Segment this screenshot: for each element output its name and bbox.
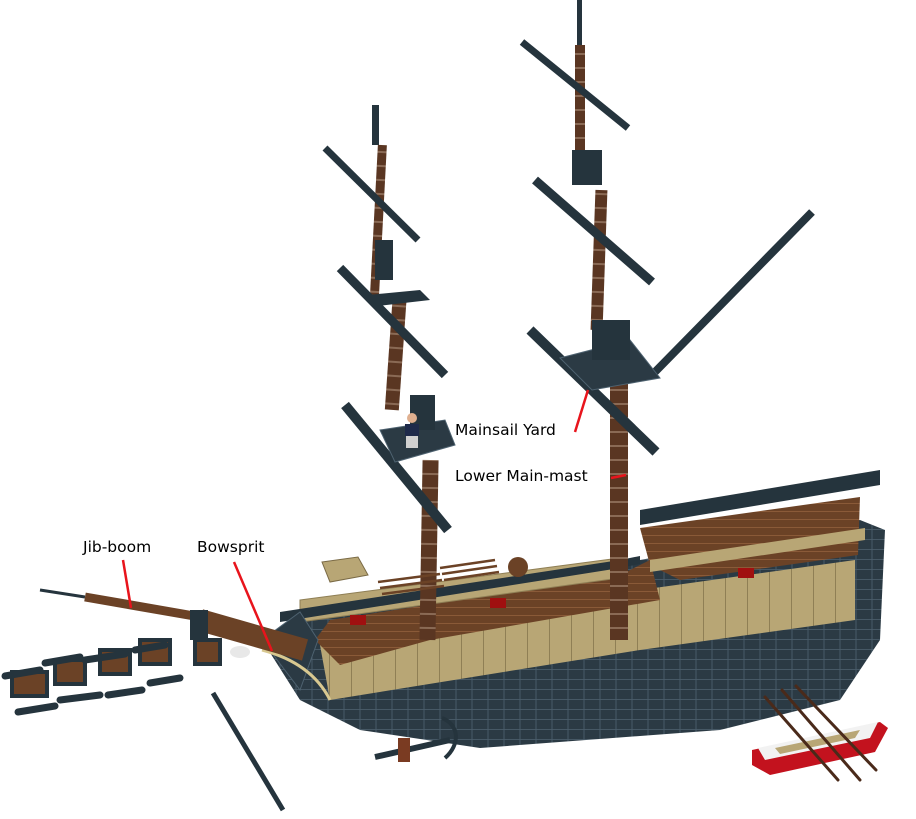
- minifigure: [405, 413, 419, 448]
- main-mast: [519, 0, 815, 640]
- label-jib-boom: Jib-boom: [83, 538, 152, 556]
- rowing-boat: [752, 684, 888, 782]
- lower-main-mast-part: [610, 380, 628, 640]
- hull: [261, 470, 885, 748]
- lower-main-mast-leader: [610, 473, 627, 480]
- leader-lines: [121, 389, 627, 652]
- cannons: [1, 638, 222, 716]
- label-mainsail-yard: Mainsail Yard: [455, 421, 556, 439]
- bowsprit-leader: [232, 561, 274, 652]
- mainsail-yard-part: [526, 326, 660, 456]
- ship-wheel: [508, 557, 528, 577]
- cargo-crate: [321, 556, 369, 583]
- jib-boom-leader: [121, 559, 133, 609]
- anchor: [374, 716, 458, 762]
- mainsail-yard-leader: [573, 389, 590, 433]
- fore-mast: [322, 105, 456, 641]
- label-lower-main-mast: Lower Main-mast: [455, 467, 588, 485]
- bowsprit-assembly: [39, 588, 309, 661]
- label-bowsprit: Bowsprit: [197, 538, 265, 556]
- oars-pile: [377, 558, 500, 596]
- loose-spar: [210, 691, 286, 812]
